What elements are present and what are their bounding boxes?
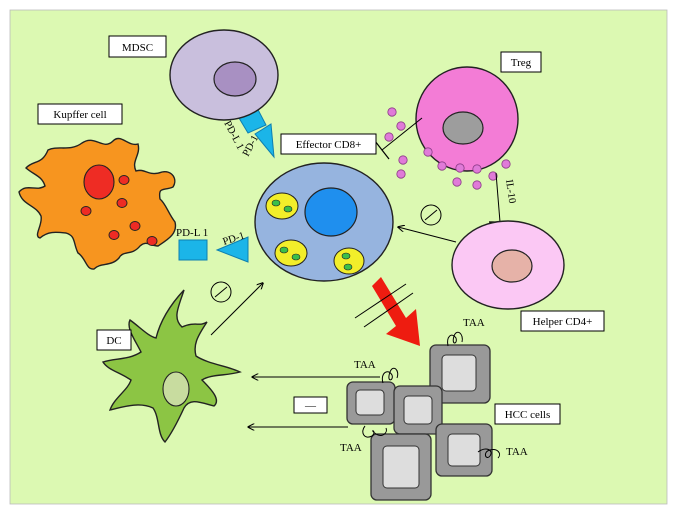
hcc-cell xyxy=(435,423,493,477)
hcc-cell xyxy=(346,381,396,425)
taa-label: TAA xyxy=(340,442,362,454)
kupffer-granule xyxy=(116,198,128,208)
mdsc-pd1-arrow xyxy=(254,123,275,159)
treg-cell xyxy=(415,66,519,172)
helper-label-box xyxy=(520,310,605,332)
il10-dot xyxy=(384,132,394,142)
minus-box xyxy=(293,396,328,414)
helper-label: Helper CD4+ xyxy=(533,316,593,328)
helper-to-effector-arrow xyxy=(398,227,457,243)
il10-dot xyxy=(488,171,498,181)
kupffer-granule xyxy=(146,236,158,246)
kupffer-granule xyxy=(118,175,130,185)
taa-label: TAA xyxy=(506,446,528,458)
taa-antigen xyxy=(447,331,463,347)
effector-granule xyxy=(333,247,365,275)
mdsc-label-box xyxy=(108,35,167,58)
kupffer-granule xyxy=(80,206,92,216)
kupffer-connector xyxy=(178,239,208,261)
dc-body xyxy=(101,289,242,444)
minus-box-label: — xyxy=(304,400,317,412)
dc-label-box xyxy=(96,329,132,351)
il10-dot xyxy=(387,107,397,117)
effector-granule xyxy=(265,192,299,220)
kupffer-label: Kupffer cell xyxy=(53,109,106,121)
effector-nucleus xyxy=(304,187,358,237)
il10-dots xyxy=(384,107,511,190)
kupffer-pdl1-label: PD-L 1 xyxy=(176,227,208,239)
kupffer-nucleus xyxy=(83,164,115,200)
hcc-cell xyxy=(370,433,432,501)
il10-label: IL-10 xyxy=(503,179,517,204)
red-arrow xyxy=(354,277,420,346)
treg-inhibition xyxy=(374,117,423,160)
hcc-cells xyxy=(346,331,501,501)
taa-antigen xyxy=(362,425,387,438)
minus-circle-helper xyxy=(420,204,442,226)
effector-label: Effector CD8+ xyxy=(296,139,362,151)
taa-label: TAA xyxy=(463,317,485,329)
hcc-label: HCC cells xyxy=(505,409,551,421)
dc-label: DC xyxy=(106,335,121,347)
kupffer-pd1-arrow xyxy=(215,236,249,263)
il10-dot xyxy=(501,159,511,169)
taa-antigen xyxy=(381,367,399,384)
mdsc-nucleus xyxy=(213,61,257,97)
effector-label-box xyxy=(280,133,377,155)
hcc-cell xyxy=(429,344,491,404)
il10-dot xyxy=(398,155,408,165)
kupffer-granule xyxy=(129,221,141,231)
minus-circle-dc xyxy=(210,281,232,303)
effector-cell xyxy=(254,162,394,282)
kupffer-granule xyxy=(108,230,120,240)
mdsc-cell xyxy=(169,29,279,159)
treg-label-box xyxy=(500,51,542,73)
mdsc-label: MDSC xyxy=(122,42,153,54)
il10-dot xyxy=(396,121,406,131)
dc-cell xyxy=(101,289,242,444)
granule-dot xyxy=(343,263,353,271)
granule-dot xyxy=(279,246,289,254)
kupffer-cell xyxy=(18,137,177,270)
treg-label: Treg xyxy=(511,57,532,69)
helper-cell xyxy=(451,220,565,310)
il10-dot xyxy=(423,147,433,157)
granule-dot xyxy=(283,205,293,213)
kupffer-body xyxy=(18,137,177,270)
hcc-label-box xyxy=(494,403,561,425)
granule-dot xyxy=(271,199,281,207)
effector-granule xyxy=(274,239,308,267)
granule-dot xyxy=(341,252,351,260)
il10-dot xyxy=(472,180,482,190)
il10-dot xyxy=(437,161,447,171)
il10-dot xyxy=(455,163,465,173)
dc-to-effector-arrow xyxy=(210,283,263,336)
treg-nucleus xyxy=(442,111,484,145)
taa-label: TAA xyxy=(354,359,376,371)
dc-nucleus xyxy=(162,371,190,407)
taa-antigen xyxy=(477,448,501,459)
kupffer-label-box xyxy=(37,103,123,125)
il10-dot xyxy=(396,169,406,179)
il10-dot xyxy=(452,177,462,187)
il10-dot xyxy=(472,164,482,174)
granule-dot xyxy=(291,253,301,261)
helper-nucleus xyxy=(491,249,533,283)
hcc-cell xyxy=(393,385,443,435)
